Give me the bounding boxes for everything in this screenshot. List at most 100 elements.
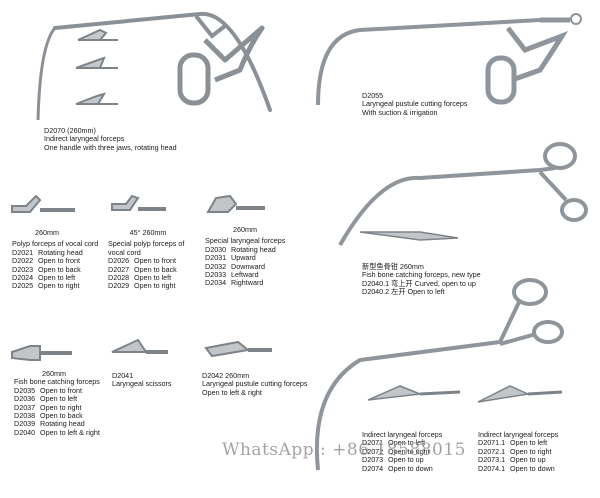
d2040-line4: D2040.2 左开 Open to left [362, 287, 445, 297]
row-label: Downward [231, 261, 265, 271]
row-code: D2033 [205, 270, 227, 280]
row-label: Open to left [388, 438, 426, 448]
row-label: Rotating head [231, 244, 276, 254]
d2070-name: Indirect laryngeal forceps [44, 134, 125, 144]
row-code: D2040 [14, 427, 36, 437]
row-label: Open to right [40, 402, 82, 412]
row-label: Open to left [510, 438, 548, 448]
d2041-code: D2041 [112, 371, 134, 380]
row-label: Open to right [388, 446, 430, 456]
d2040-line1: 新型鱼骨钳 260mm [362, 262, 424, 271]
row-code: D2038 [14, 411, 36, 421]
row-code: D2073.1 [478, 455, 506, 465]
d2070-caption: D2070 (260mm) Indirect laryngeal forceps… [44, 126, 177, 152]
row-code: D2032 [205, 261, 227, 271]
fish-bone-size: 260mm [42, 369, 66, 378]
special-laryngeal-size: 260mm [233, 225, 257, 234]
row-code: D2022 [12, 256, 34, 266]
row-label: Open to left [40, 394, 78, 404]
row-label: Open to left [38, 273, 76, 283]
row-code: D2026 [108, 256, 130, 266]
whatsapp-watermark: WhatsApp : +86 18588015 [222, 440, 466, 460]
row-label: Rightward [231, 278, 264, 288]
indirect-b-title: Indirect laryngeal forceps [478, 430, 559, 439]
row-code: D2027 [108, 264, 130, 274]
d2070-desc: One handle with three jaws, rotating hea… [44, 142, 177, 152]
fish-bone-title: Fish bone catching forceps [14, 377, 100, 387]
row-code: D2031 [205, 253, 227, 263]
special-polyp-title2: vocal cord [108, 247, 141, 257]
row-code: D2039 [14, 419, 36, 429]
row-code: D2072.1 [478, 446, 506, 456]
row-code: D2034 [205, 278, 227, 288]
special-polyp-size: 45° 260mm [129, 228, 167, 237]
row-code: D2021 [12, 247, 34, 257]
d2055-desc: With suction & irrigation [362, 107, 438, 117]
row-label: Open to front [40, 385, 82, 395]
row-label: Open to up [388, 455, 424, 465]
d2055-caption: D2055 Laryngeal pustule cutting forceps … [362, 91, 468, 117]
row-code: D2030 [205, 244, 227, 254]
d2040-new-type-caption: 新型鱼骨钳 260mm Fish bone catching forceps, … [362, 262, 481, 297]
row-label: Open to left [134, 273, 172, 283]
row-code: D2074.1 [478, 463, 506, 473]
row-label: Open to right [38, 281, 80, 291]
row-label: Open to back [38, 264, 81, 274]
d2042-name: Laryngeal pustule cutting forceps [202, 379, 308, 389]
row-label: Open to up [510, 455, 546, 465]
d2042-desc: Open to left & right [202, 387, 262, 397]
row-code: D2023 [12, 264, 34, 274]
row-label: Rotating head [40, 419, 85, 429]
special-polyp-title: Special polyp forceps of [108, 239, 185, 249]
d2042-title: D2042 260mm [202, 371, 250, 380]
row-code: D2072 [362, 446, 384, 456]
row-label: Open to left & right [40, 427, 100, 437]
row-code: D2028 [108, 273, 130, 283]
row-code: D2037 [14, 402, 36, 412]
polyp-forceps-caption: 260mm Polyp forceps of vocal cord D2021 R… [12, 228, 99, 291]
row-label: Open to down [388, 463, 433, 473]
row-label: Open to back [40, 411, 83, 421]
special-laryngeal-title: Special laryngeal forceps [205, 236, 286, 246]
d2055-name: Laryngeal pustule cutting forceps [362, 99, 468, 109]
d2041-caption: D2041 Laryngeal scissors [112, 371, 172, 389]
row-label: Open to right [510, 446, 552, 456]
d2040-line2: Fish bone catching forceps, new type [362, 270, 481, 280]
row-label: Open to front [134, 256, 176, 266]
row-label: Open to front [38, 256, 80, 266]
row-label: Upward [231, 253, 256, 263]
row-code: D2036 [14, 394, 36, 404]
special-polyp-caption: 45° 260mm Special polyp forceps of vocal… [108, 228, 188, 291]
row-code: D2073 [362, 455, 384, 465]
row-label: Open to back [134, 264, 177, 274]
row-label: Rotating head [38, 247, 83, 257]
polyp-size: 260mm [35, 228, 59, 237]
d2041-name: Laryngeal scissors [112, 379, 172, 389]
row-code: D2071.1 [478, 438, 506, 448]
d2040-line3: D2040.1 弯上开 Curved, open to up [362, 278, 476, 288]
row-code: D2029 [108, 281, 130, 291]
indirect-a-title: Indirect laryngeal forceps [362, 430, 443, 439]
polyp-title: Polyp forceps of vocal cord [12, 239, 99, 249]
d2070-title: D2070 (260mm) [44, 126, 96, 135]
d2042-caption: D2042 260mm Laryngeal pustule cutting fo… [202, 371, 308, 397]
row-label: Open to right [134, 281, 176, 291]
row-label: Open to down [510, 463, 555, 473]
row-code: D2074 [362, 463, 384, 473]
row-code: D2024 [12, 273, 34, 283]
d2055-title: D2055 [362, 91, 384, 100]
row-code: D2025 [12, 281, 34, 291]
special-laryngeal-caption: 260mm Special laryngeal forceps D2030 Rot… [205, 225, 286, 288]
row-label: Leftward [231, 270, 259, 280]
row-code: D2035 [14, 385, 36, 395]
row-code: D2071 [362, 438, 384, 448]
